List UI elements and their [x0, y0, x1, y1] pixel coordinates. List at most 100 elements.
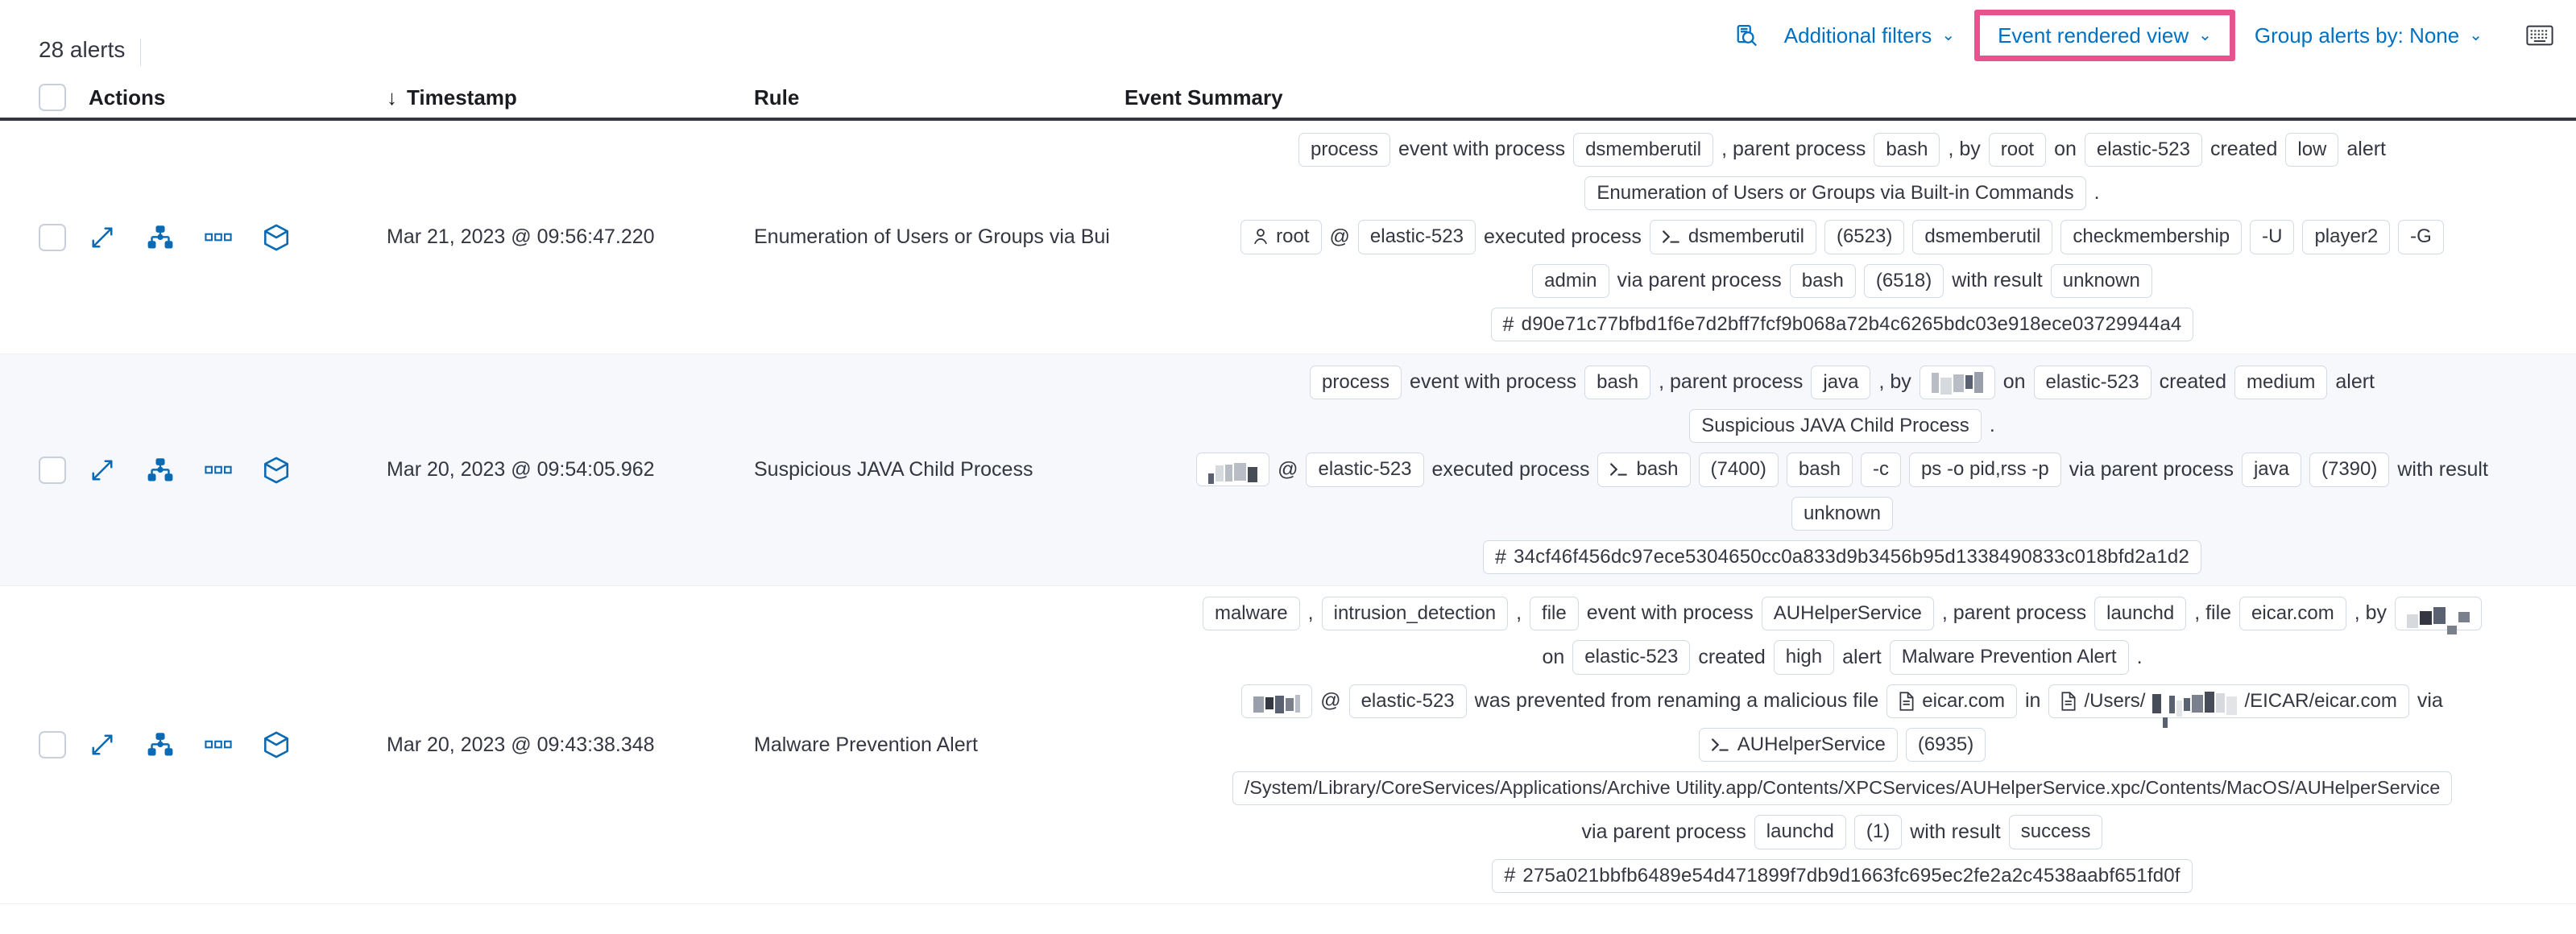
summary-chip[interactable]: medium — [2234, 365, 2328, 399]
summary-chip[interactable]: elastic-523 — [2033, 365, 2151, 399]
summary-chip[interactable]: bash — [1597, 453, 1691, 487]
summary-chip[interactable]: ps -o pid,rss -p — [1908, 453, 2061, 487]
summary-chip[interactable]: (6935) — [1905, 728, 1986, 762]
keyboard-shortcuts-button[interactable] — [2521, 17, 2558, 54]
summary-chip[interactable]: launchd — [2094, 596, 2187, 631]
summary-chip[interactable]: #275a021bbfb6489e54d471899f7db9d1663fc69… — [1492, 858, 2193, 894]
summary-chip[interactable]: elastic-523 — [1348, 684, 1467, 719]
cube-icon[interactable] — [263, 731, 290, 758]
cube-icon[interactable] — [263, 224, 290, 251]
summary-chip[interactable]: admin — [1532, 263, 1609, 299]
summary-chip-redacted[interactable] — [1196, 453, 1270, 487]
column-header-event-summary[interactable]: Event Summary — [1124, 85, 1283, 110]
summary-chip[interactable]: success — [2008, 815, 2103, 849]
summary-chip[interactable]: elastic-523 — [2084, 132, 2202, 167]
summary-chip[interactable]: Malware Prevention Alert — [1889, 640, 2129, 675]
summary-chip[interactable]: elastic-523 — [1357, 220, 1476, 254]
summary-chip[interactable]: file — [1530, 596, 1579, 631]
summary-text: . — [2136, 645, 2143, 668]
summary-chip[interactable]: AUHelperService — [1761, 596, 1934, 631]
summary-chip-redacted[interactable] — [1241, 684, 1313, 718]
summary-chip[interactable]: process — [1310, 365, 1402, 399]
summary-chip-redacted[interactable] — [1919, 365, 1995, 399]
summary-chip[interactable]: /Users//EICAR/eicar.com — [2048, 684, 2409, 728]
summary-chip[interactable]: malware — [1202, 596, 1300, 631]
select-all-checkbox[interactable] — [39, 84, 66, 111]
column-header-timestamp[interactable]: ↓ Timestamp — [387, 85, 754, 110]
summary-chip-label: ps -o pid,rss -p — [1920, 458, 2049, 481]
column-header-timestamp-label: Timestamp — [407, 85, 517, 110]
column-header-actions[interactable]: Actions — [89, 85, 166, 110]
summary-chip[interactable]: unknown — [1791, 496, 1894, 531]
summary-chip[interactable]: AUHelperService — [1698, 728, 1898, 762]
summary-chip[interactable]: java — [1811, 365, 1871, 399]
summary-chip-label: 275a021bbfb6489e54d471899f7db9d1663fc695… — [1522, 864, 2180, 886]
summary-chip[interactable]: bash — [1789, 263, 1856, 299]
summary-chip[interactable]: high — [1773, 640, 1835, 675]
table-row[interactable]: Mar 21, 2023 @ 09:56:47.220 Enumeration o… — [0, 121, 2576, 354]
summary-chip[interactable]: checkmembership — [2060, 220, 2243, 254]
summary-chip[interactable]: player2 — [2302, 220, 2391, 254]
summary-chip[interactable]: -G — [2398, 220, 2444, 254]
summary-chip[interactable]: root — [1988, 132, 2047, 167]
summary-chip[interactable]: dsmemberutil — [1573, 132, 1714, 167]
summary-chip[interactable]: eicar.com — [1886, 684, 2017, 719]
summary-chip[interactable]: (7390) — [2309, 453, 2390, 487]
summary-chip[interactable]: (7400) — [1698, 453, 1779, 487]
summary-chip[interactable]: java — [2241, 453, 2301, 487]
summary-chip[interactable]: bash — [1584, 365, 1651, 399]
expand-icon[interactable] — [89, 457, 116, 484]
summary-text: via parent process — [1617, 269, 1782, 292]
additional-filters-button[interactable]: Additional filters ⌄ — [1770, 13, 1969, 58]
group-alerts-by-button[interactable]: Group alerts by: None ⌄ — [2240, 13, 2497, 58]
summary-chip[interactable]: launchd — [1754, 815, 1846, 849]
summary-chip[interactable]: #d90e71c77bfbd1f6e7d2bff7fcf9b068a72b4c6… — [1490, 308, 2194, 342]
session-view-icon[interactable] — [147, 731, 174, 758]
summary-chip[interactable]: -U — [2250, 220, 2295, 254]
row-select-checkbox[interactable] — [39, 456, 66, 484]
summary-chip[interactable]: Suspicious JAVA Child Process — [1689, 408, 1982, 444]
summary-chip[interactable]: elastic-523 — [1572, 640, 1691, 675]
summary-chip[interactable]: #34cf46f456dc97ece5304650cc0a833d9b3456b… — [1482, 540, 2202, 575]
summary-chip[interactable]: -c — [1860, 453, 1901, 487]
summary-chip[interactable]: low — [2285, 132, 2339, 167]
summary-chip[interactable]: dsmemberutil — [1912, 220, 2053, 254]
summary-chip[interactable]: (6523) — [1824, 220, 1905, 254]
summary-chip[interactable]: (6518) — [1863, 263, 1944, 299]
summary-chip-label: success — [2020, 820, 2091, 843]
summary-chip[interactable]: /System/Library/CoreServices/Application… — [1232, 771, 2453, 806]
cube-icon[interactable] — [263, 457, 290, 484]
row-timestamp: Mar 21, 2023 @ 09:56:47.220 — [387, 225, 655, 248]
more-actions-icon[interactable] — [205, 731, 232, 758]
expand-icon[interactable] — [89, 224, 116, 251]
summary-chip-label: java — [2253, 458, 2289, 481]
summary-chip-label: AUHelperService — [1737, 734, 1886, 756]
summary-chip[interactable]: intrusion_detection — [1321, 596, 1509, 631]
column-header-rule[interactable]: Rule — [754, 85, 800, 110]
summary-chip[interactable]: process — [1298, 132, 1391, 167]
summary-chip[interactable]: (1) — [1853, 815, 1903, 849]
session-view-icon[interactable] — [147, 457, 174, 484]
session-view-icon[interactable] — [147, 224, 174, 251]
summary-chip[interactable]: elastic-523 — [1306, 453, 1424, 487]
summary-chip[interactable]: root — [1240, 220, 1322, 254]
summary-chip[interactable]: unknown — [2050, 263, 2152, 299]
summary-chip[interactable]: eicar.com — [2239, 596, 2346, 631]
more-actions-icon[interactable] — [205, 224, 232, 251]
row-select-checkbox[interactable] — [39, 731, 66, 758]
alerts-count: 28 alerts — [39, 37, 126, 62]
more-actions-icon[interactable] — [205, 457, 232, 484]
inspect-icon-button[interactable] — [1725, 13, 1770, 58]
summary-chip[interactable]: bash — [1874, 132, 1940, 167]
console-icon — [1609, 461, 1629, 477]
row-select-checkbox[interactable] — [39, 223, 66, 251]
summary-chip[interactable]: bash — [1786, 453, 1853, 487]
event-rendered-view-button[interactable]: Event rendered view ⌄ — [1983, 13, 2226, 58]
summary-chip[interactable]: Enumeration of Users or Groups via Built… — [1584, 176, 2086, 211]
summary-chip-redacted[interactable] — [2395, 597, 2483, 635]
summary-chip[interactable]: dsmemberutil — [1649, 220, 1816, 254]
expand-icon[interactable] — [89, 731, 116, 758]
